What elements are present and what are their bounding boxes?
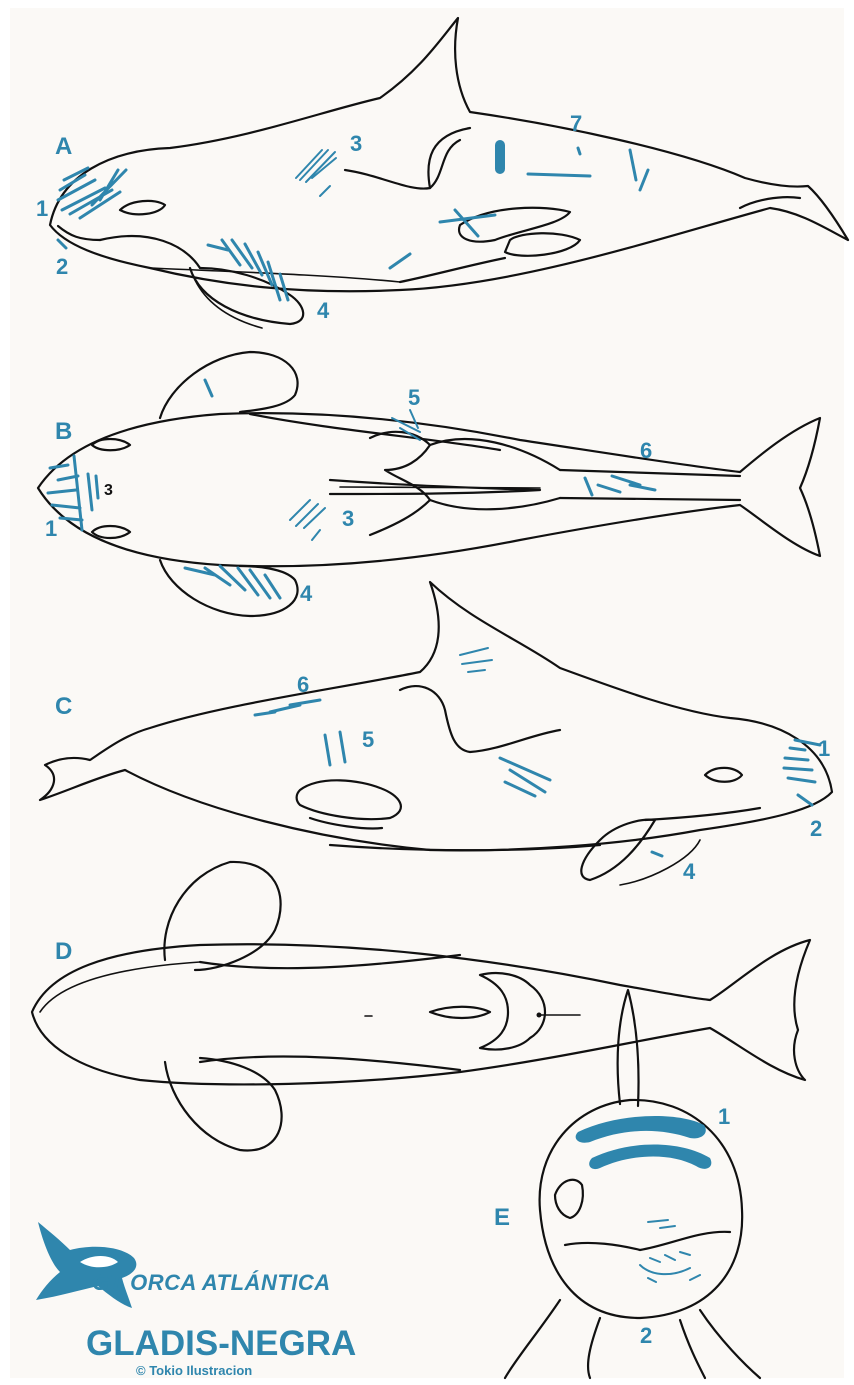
scar-number-b-3-small: 3 (104, 483, 113, 499)
scar-number-c-4: 4 (683, 861, 695, 883)
scar-number-a-7: 7 (570, 113, 582, 135)
view-label-a: A (55, 135, 72, 159)
orca-view-a (50, 18, 848, 328)
credit-text: © Tokio Ilustracion (136, 1363, 252, 1378)
scar-number-b-3: 3 (342, 508, 354, 530)
scar-number-a-2: 2 (56, 256, 68, 278)
scar-number-b-4: 4 (300, 583, 312, 605)
orca-view-c (40, 582, 832, 885)
view-label-d: D (55, 940, 72, 964)
view-label-c: C (55, 695, 72, 719)
scar-number-c-1: 1 (818, 738, 830, 760)
scar-number-b-6: 6 (640, 440, 652, 462)
scar-number-c-6: 6 (297, 674, 309, 696)
orca-view-d (32, 862, 810, 1151)
logo-text: GT ORCA ATLÁNTICA (92, 1270, 331, 1296)
view-label-e: E (494, 1206, 510, 1230)
view-label-b: B (55, 420, 72, 444)
scar-number-e-1: 1 (718, 1106, 730, 1128)
scar-number-c-5: 5 (362, 729, 374, 751)
scar-number-a-1: 1 (36, 198, 48, 220)
scar-number-b-1: 1 (45, 518, 57, 540)
scar-number-b-5: 5 (408, 387, 420, 409)
scar-number-a-4: 4 (317, 300, 329, 322)
scar-number-c-2: 2 (810, 818, 822, 840)
scar-number-a-3: 3 (350, 133, 362, 155)
scar-number-e-2: 2 (640, 1325, 652, 1347)
orca-view-e (505, 990, 760, 1378)
orca-name-title: GLADIS-NEGRA (86, 1324, 356, 1364)
orca-view-b (38, 352, 820, 616)
